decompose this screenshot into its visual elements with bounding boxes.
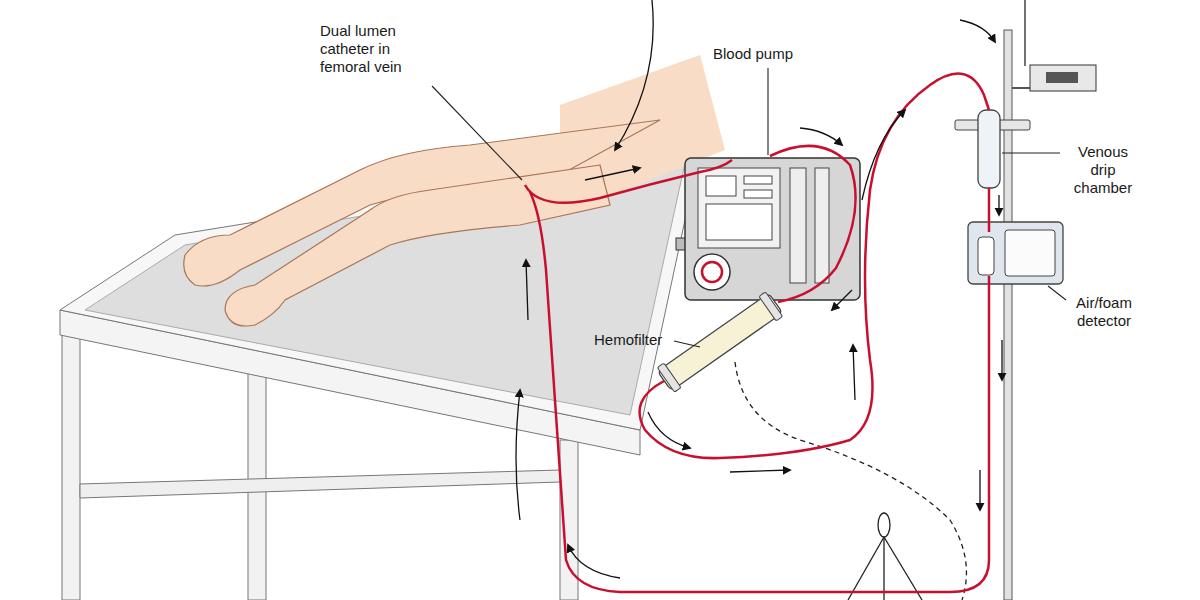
flow-arrows xyxy=(516,0,1002,578)
pump-button xyxy=(744,176,772,184)
flow-arrow xyxy=(526,260,528,320)
flow-arrow xyxy=(648,412,690,448)
air-foam-detector xyxy=(968,222,1063,284)
flow-arrow xyxy=(960,20,995,42)
monitor-screen xyxy=(1046,72,1078,83)
leader-lines xyxy=(432,68,1066,347)
pump-display xyxy=(706,176,736,196)
venous-line xyxy=(988,188,991,232)
hemofilter-cap xyxy=(657,363,681,392)
flow-arrow xyxy=(832,290,852,310)
flow-arrow xyxy=(568,545,620,578)
flow-arrow xyxy=(998,195,999,215)
pump-tube-loop xyxy=(702,262,722,282)
pole-arm xyxy=(1012,87,1030,89)
iv-pole xyxy=(955,0,1096,600)
flow-arrow xyxy=(615,0,653,150)
callout-label: Air/foam detector xyxy=(1068,294,1140,330)
callout-label: Hemofilter xyxy=(594,331,662,349)
leader-line xyxy=(674,341,700,347)
postfilter-line xyxy=(640,74,989,459)
stand-leg xyxy=(883,537,884,600)
hemofilter-cap xyxy=(759,292,783,321)
pressure-monitor xyxy=(1030,65,1096,91)
flow-arrow xyxy=(979,470,980,510)
table-mattress xyxy=(85,163,685,415)
stand-leg xyxy=(884,537,922,600)
flow-arrow xyxy=(1001,340,1002,380)
patient-legs xyxy=(184,55,725,326)
detector-slot xyxy=(978,237,994,275)
patient-leg xyxy=(225,165,610,326)
prefilter-line xyxy=(770,146,856,302)
effluent-line xyxy=(735,362,966,600)
pump-button xyxy=(744,190,772,198)
table-leg xyxy=(62,330,80,600)
detector-window xyxy=(1005,230,1055,276)
bed-table xyxy=(60,150,700,600)
table-rail xyxy=(80,470,560,498)
hemofilter-body xyxy=(657,293,782,391)
callout-label: Blood pump xyxy=(713,45,793,63)
pump-panel xyxy=(698,168,780,248)
monitor-hanger xyxy=(1024,0,1026,66)
pole-shaft xyxy=(1004,30,1012,600)
callout-label: Venous drip chamber xyxy=(1064,143,1142,197)
pump-sensor-column xyxy=(815,168,829,283)
blood-pump xyxy=(676,158,860,300)
leader-line xyxy=(432,86,522,180)
pump-sensor-column xyxy=(790,168,806,283)
effluent-stand xyxy=(848,513,922,600)
venous-drip-chamber xyxy=(978,110,1000,188)
pump-roller xyxy=(694,254,730,290)
flow-arrow xyxy=(730,470,790,472)
arterial-line xyxy=(525,160,732,203)
leader-line xyxy=(767,68,768,155)
flow-arrow xyxy=(585,168,640,180)
blood-tubing xyxy=(525,74,989,592)
flow-arrow xyxy=(800,128,842,145)
flow-arrow xyxy=(853,345,855,400)
flow-arrow xyxy=(862,110,905,200)
stand-hook xyxy=(878,513,890,537)
stand-leg xyxy=(848,537,884,600)
leader-line xyxy=(1002,152,1060,153)
callout-label: Dual lumen catheter in femoral vein xyxy=(320,22,432,76)
flow-arrow xyxy=(516,390,520,520)
leader-line xyxy=(1048,286,1066,300)
venous-return-line xyxy=(530,192,989,592)
hemofilter xyxy=(656,291,785,394)
pump-keys xyxy=(706,204,772,240)
pump-housing xyxy=(685,158,860,300)
